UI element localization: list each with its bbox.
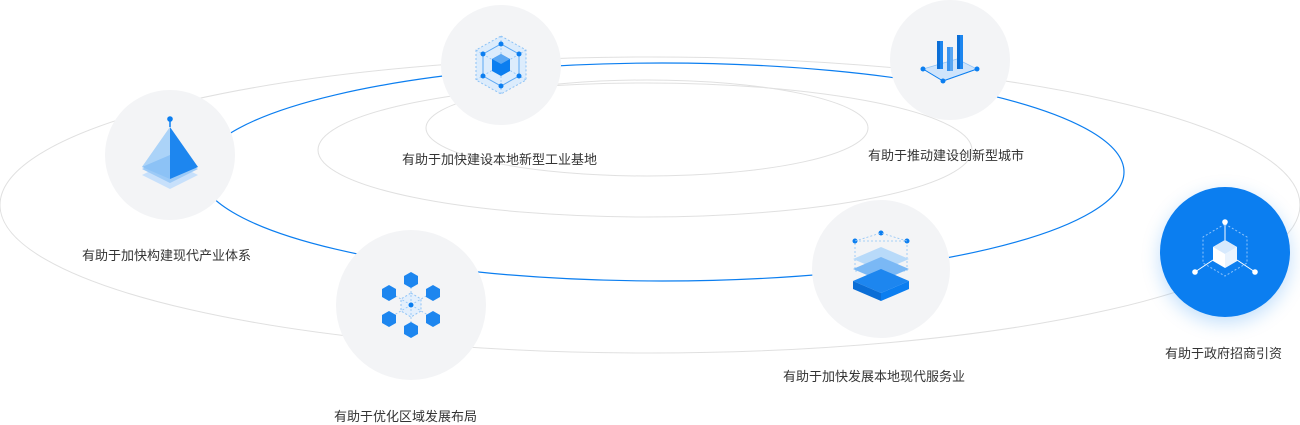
bar-pillars-icon — [920, 35, 980, 84]
benefit-node-industrial-base[interactable] — [441, 5, 561, 125]
benefit-label-regional-layout: 有助于优化区域发展布局 — [334, 410, 478, 425]
benefit-label-investment: 有助于政府招商引资 — [1165, 347, 1283, 362]
benefit-node-regional-layout[interactable] — [336, 230, 486, 380]
benefit-label-innovative-city: 有助于推动建设创新型城市 — [868, 149, 1025, 164]
orbit-inner — [425, 79, 869, 177]
hex-network-icon — [475, 35, 527, 95]
benefit-label-industrial-base: 有助于加快建设本地新型工业基地 — [402, 153, 598, 168]
benefit-label-service-industry: 有助于加快发展本地现代服务业 — [783, 370, 966, 385]
orbit-outer — [0, 56, 1300, 354]
pyramid-icon — [142, 116, 198, 189]
hex-cluster-icon — [382, 272, 440, 338]
benefit-node-innovative-city[interactable] — [890, 0, 1010, 120]
hex-connect-icon — [1192, 219, 1258, 277]
benefit-label-industry-system: 有助于加快构建现代产业体系 — [82, 249, 252, 264]
orbit-middle — [317, 82, 973, 218]
layered-stack-icon — [852, 230, 910, 301]
benefit-node-industry-system[interactable] — [105, 90, 235, 220]
benefit-node-investment[interactable] — [1160, 187, 1290, 317]
benefit-node-service-industry[interactable] — [812, 200, 950, 338]
